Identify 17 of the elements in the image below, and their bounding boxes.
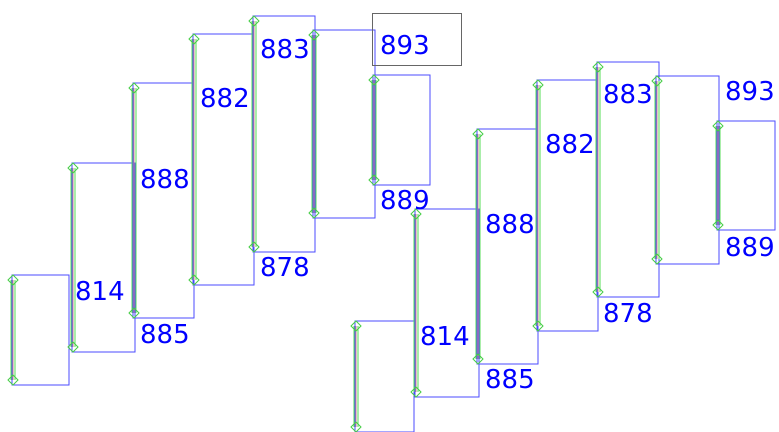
part-number: 878 [260, 253, 310, 283]
part-number: 814 [420, 322, 470, 352]
part-number: 882 [545, 130, 595, 160]
part-number: 893 [725, 77, 775, 107]
part-number: 889 [725, 233, 775, 263]
part-number: 885 [485, 365, 535, 395]
part-number: 889 [380, 186, 430, 216]
part-number: 888 [485, 210, 535, 240]
part-number: 814 [75, 277, 125, 307]
part-number: 883 [260, 35, 310, 65]
part-number: 883 [603, 80, 653, 110]
part-number: 878 [603, 299, 653, 329]
label-box [372, 13, 462, 66]
part-number: 885 [140, 320, 190, 350]
part-number: 888 [140, 165, 190, 195]
part-number: 882 [200, 84, 250, 114]
part-number: 893 [380, 31, 430, 61]
